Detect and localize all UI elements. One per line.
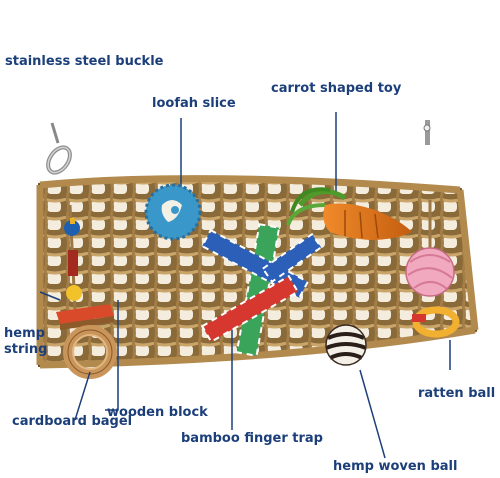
ratten-ball — [405, 200, 460, 338]
leader-wooden-block — [105, 300, 119, 411]
label-ratten-ball: ratten ball — [418, 386, 496, 401]
label-loofah-slice: loofah slice — [152, 96, 236, 111]
hemp-woven-ball — [325, 324, 367, 366]
leader-cardboard-bagel — [74, 371, 91, 421]
leader-hemp-string — [39, 291, 61, 301]
label-hemp-string-line1: hemp — [4, 326, 45, 341]
right-buckle — [423, 120, 431, 145]
wooden-block — [56, 304, 114, 330]
leader-hemp-ball — [359, 369, 386, 459]
label-carrot-shaped-toy: carrot shaped toy — [271, 81, 402, 96]
label-wooden-block: wooden block — [107, 405, 208, 420]
label-hemp-woven-ball: hemp woven ball — [333, 459, 458, 474]
bamboo-finger-trap — [200, 223, 323, 357]
label-bamboo-finger-trap: bamboo finger trap — [181, 431, 323, 446]
stainless-steel-buckle — [46, 122, 72, 175]
loofah-slice — [144, 118, 202, 241]
label-stainless-steel-buckle: stainless steel buckle — [5, 54, 164, 69]
hemp-string-with-beads — [64, 204, 82, 311]
label-hemp-string-line2: string — [4, 342, 48, 357]
carrot-shaped-toy — [286, 112, 412, 240]
label-cardboard-bagel: cardboard bagel — [12, 414, 133, 429]
leader-lines — [39, 291, 451, 459]
